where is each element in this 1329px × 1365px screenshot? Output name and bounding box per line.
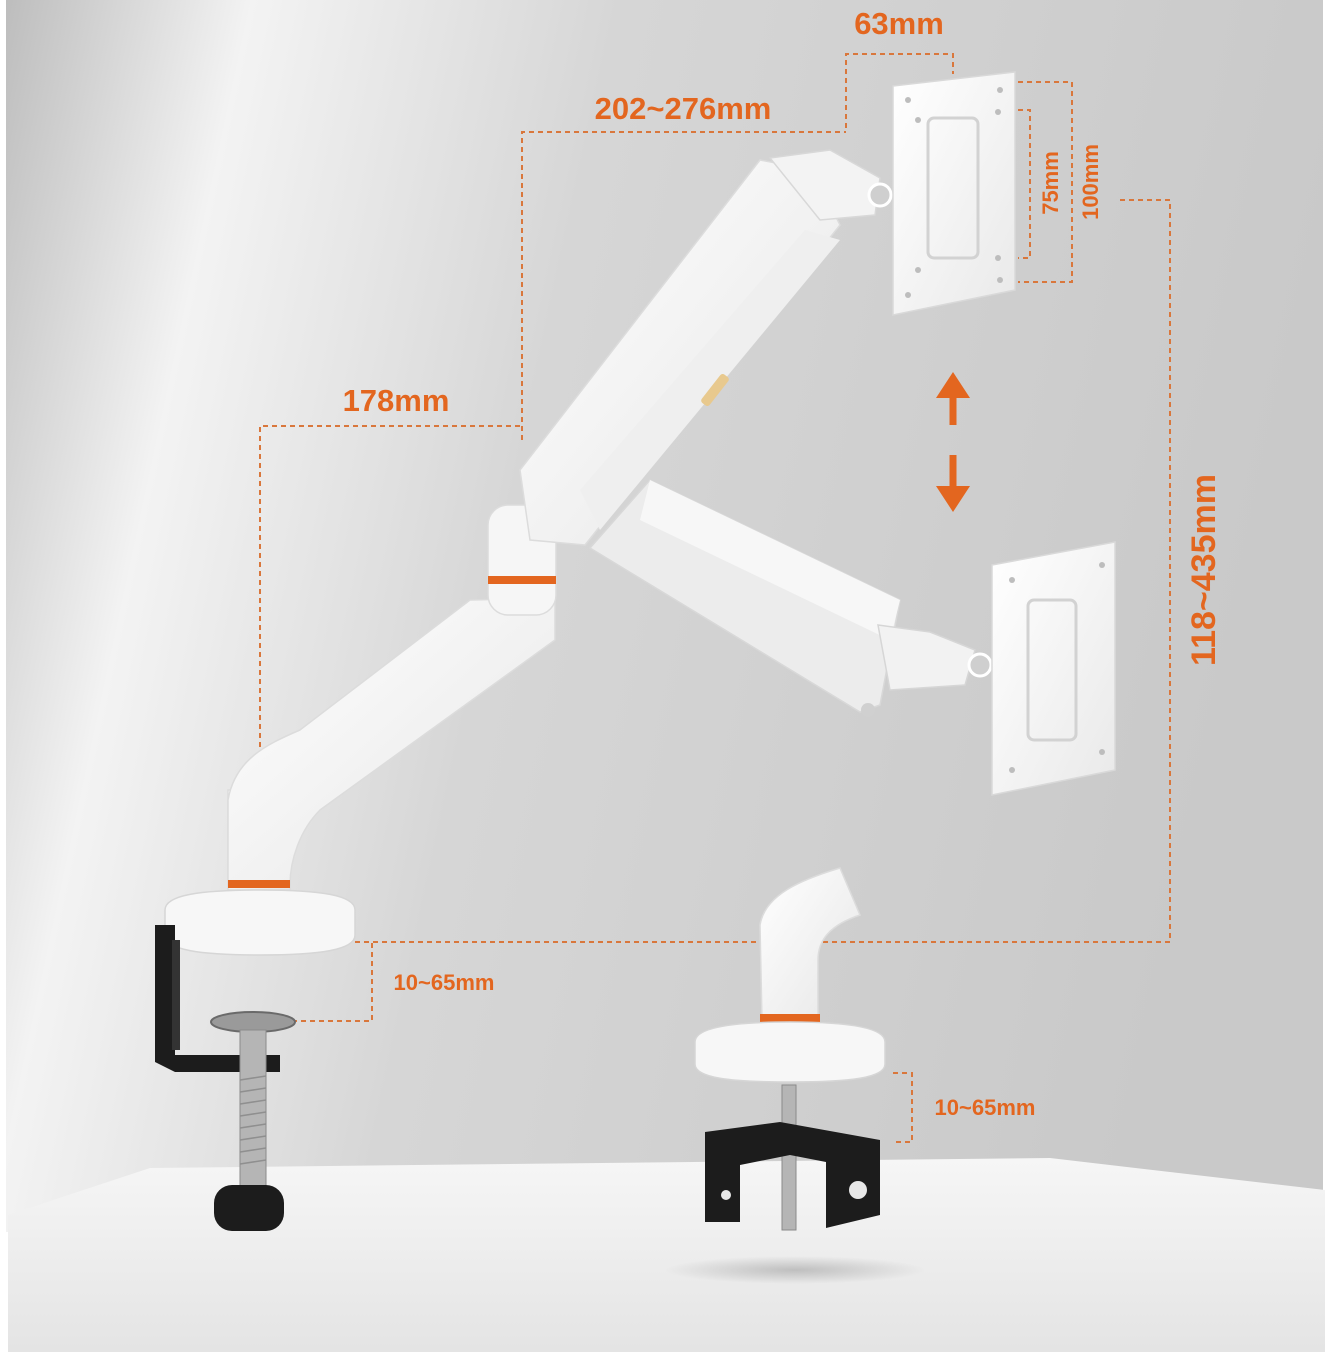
c-clamp-right <box>705 1122 880 1228</box>
double-arrow-vertical-icon <box>936 372 970 512</box>
accent-ring-elbow <box>488 576 556 584</box>
label-vesa-offset: 63mm <box>854 6 944 41</box>
label-clamp-thickness-left: 10~65mm <box>394 970 495 995</box>
label-clamp-thickness-right: 10~65mm <box>935 1095 1036 1120</box>
label-lower-arm-reach: 178mm <box>343 383 450 418</box>
c-clamp-left <box>155 925 280 1072</box>
clamp-shadow <box>665 1256 925 1284</box>
clamp-knob-left <box>214 1185 284 1231</box>
right-clamp-assembly <box>694 867 886 1231</box>
label-vesa-large: 100mm <box>1078 144 1103 220</box>
vesa-plate-upper <box>892 71 1016 316</box>
label-upper-arm-reach: 202~276mm <box>595 91 772 126</box>
desk-surface <box>8 1158 1325 1352</box>
accent-ring-right-base <box>760 1014 820 1022</box>
arm-lower-position <box>588 479 1116 796</box>
accent-ring-left-base <box>228 880 290 888</box>
wall-background <box>6 0 1323 1232</box>
label-height-range: 118~435mm <box>1185 474 1223 666</box>
label-vesa-small: 75mm <box>1038 151 1063 215</box>
vesa-plate-lower <box>991 541 1116 796</box>
arm-upper-position <box>227 71 1016 891</box>
left-clamp-assembly <box>155 880 356 1231</box>
